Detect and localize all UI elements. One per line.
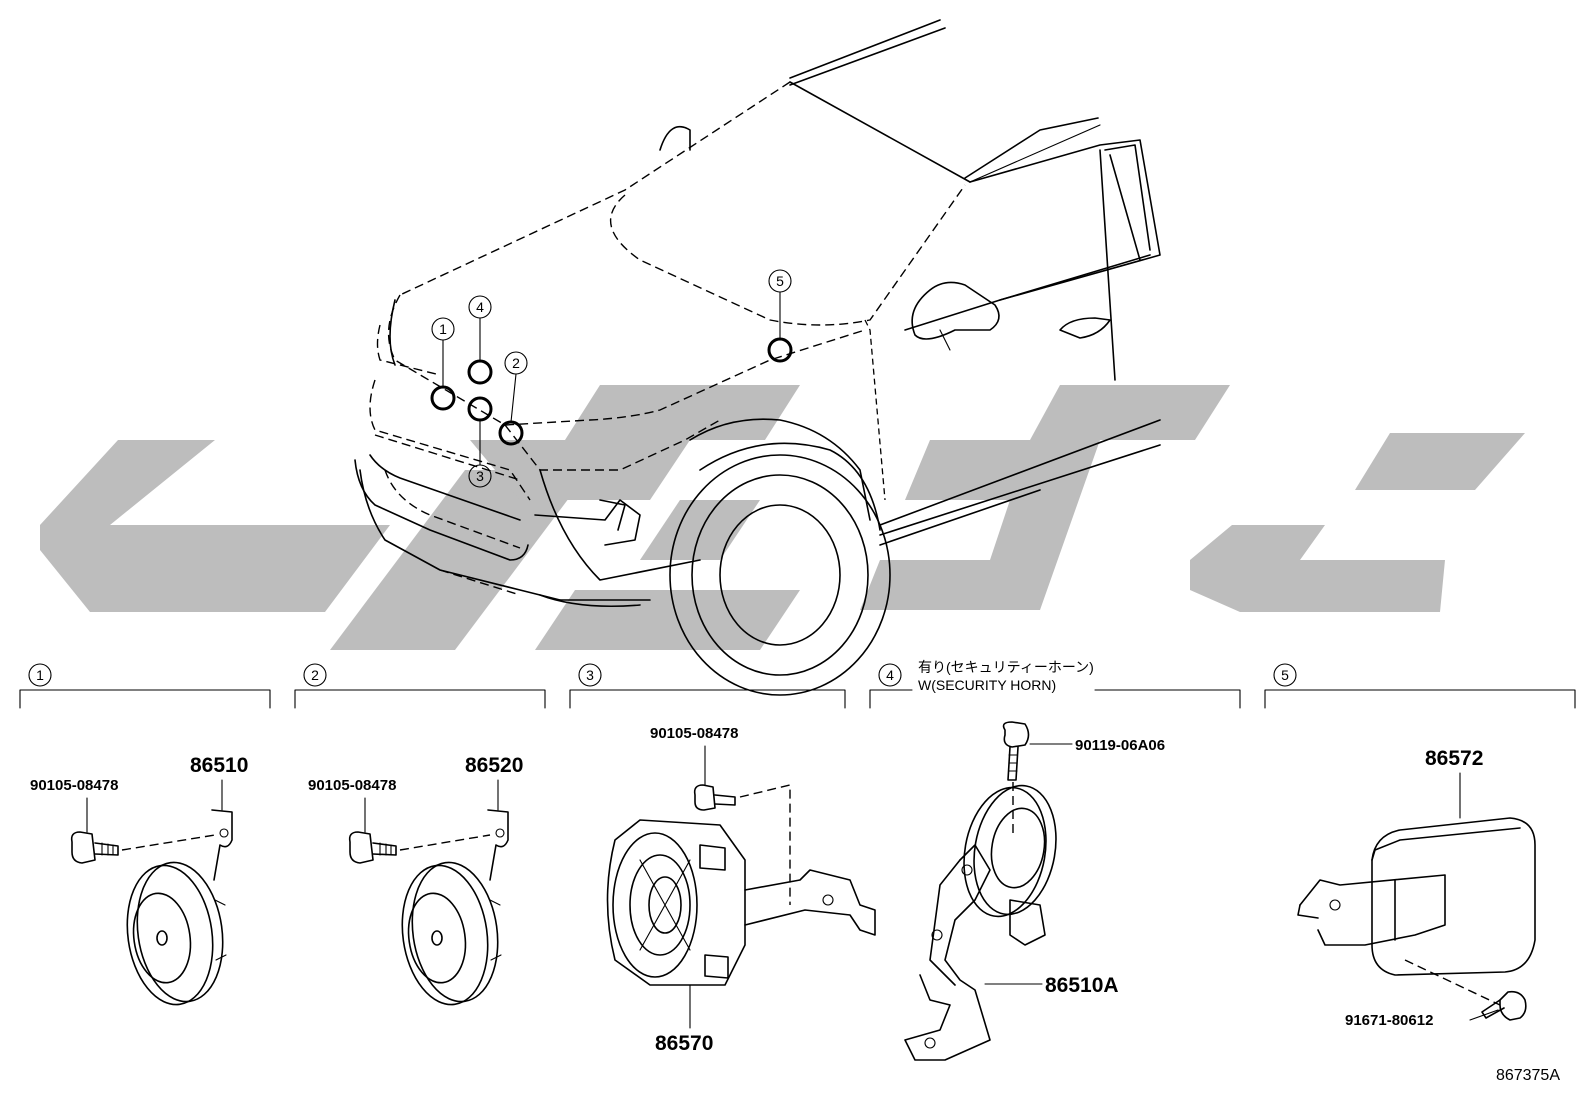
part-label-90105-08478-s3: 90105-08478 [650,725,738,742]
watermark-letter-3 [565,385,800,440]
bolt-icon [348,831,397,864]
section-2-parts: 90105-08478 86520 [308,754,523,1006]
wheel [669,454,891,696]
part-label-90105-08478-s1: 90105-08478 [30,777,118,794]
marker-5 [767,337,793,363]
watermark-logo [40,385,1525,650]
part-label-86510: 86510 [190,754,248,777]
diagram-id: 867375A [1496,1067,1560,1084]
callout-label-4: 4 [476,299,484,315]
watermark-letter-2 [330,470,590,650]
section-2-bracket [294,689,546,709]
section-5-bracket [1264,689,1576,709]
part-label-86510A: 86510A [1045,974,1119,997]
callout-label-2: 2 [512,355,520,371]
marker-4 [467,359,493,385]
watermark-letter-5b [1190,525,1445,612]
section-4-parts: 90119-06A06 86510A [904,721,1165,1061]
section-1-parts: 90105-08478 86510 [30,754,248,1006]
section-5-parts: 86572 91671-80612 [1297,747,1536,1029]
bolt-icon [70,831,119,864]
section-3-parts: 90105-08478 86570 [606,725,876,1055]
section-4-number: 4 [886,667,894,683]
part-label-86570: 86570 [655,1032,713,1055]
security-horn-86510A [904,784,1057,1061]
callout-label-3: 3 [476,468,484,484]
section-1-bracket [19,689,271,709]
siren-86570 [606,819,876,986]
horn-86510 [126,861,227,1006]
section-1-number: 1 [36,667,44,683]
bolt-icon [1002,721,1030,781]
watermark-letter-3b [535,590,800,650]
part-label-90119-06A06: 90119-06A06 [1075,737,1165,754]
section-4-note-ja: 有り(セキュリティーホーン) [918,659,1094,675]
horn-86520 [401,861,502,1006]
section-3-number: 3 [586,667,594,683]
callout-label-1: 1 [439,321,447,337]
watermark-letter-2b [470,440,690,500]
part-label-86572: 86572 [1425,747,1483,770]
vehicle-outline [354,19,1161,696]
section-headers: 1 2 3 4 有り(セキュリティーホーン) W(SECURITY HORN) … [19,659,1576,709]
section-4-note-en: W(SECURITY HORN) [918,677,1056,693]
watermark-letter-4 [860,440,1100,610]
section-4-bracket [1094,689,1241,709]
section-5-number: 5 [1281,667,1289,683]
section-2-number: 2 [311,667,319,683]
watermark-letter-1 [40,440,390,612]
marker-1 [430,385,456,411]
watermark-letter-5 [1355,433,1525,490]
marker-3 [467,396,493,422]
part-label-90105-08478-s2: 90105-08478 [308,777,396,794]
bolt-icon [1481,990,1527,1021]
watermark-letter-4b [1030,385,1230,440]
controller-86572 [1297,817,1536,976]
part-label-91671-80612: 91671-80612 [1345,1012,1433,1029]
watermark-letter-3c [640,500,760,560]
part-label-86520: 86520 [465,754,523,777]
bolt-icon [693,784,736,811]
location-markers: 1 2 3 4 5 [430,269,793,488]
section-3-bracket [569,689,846,709]
callout-label-5: 5 [776,273,784,289]
